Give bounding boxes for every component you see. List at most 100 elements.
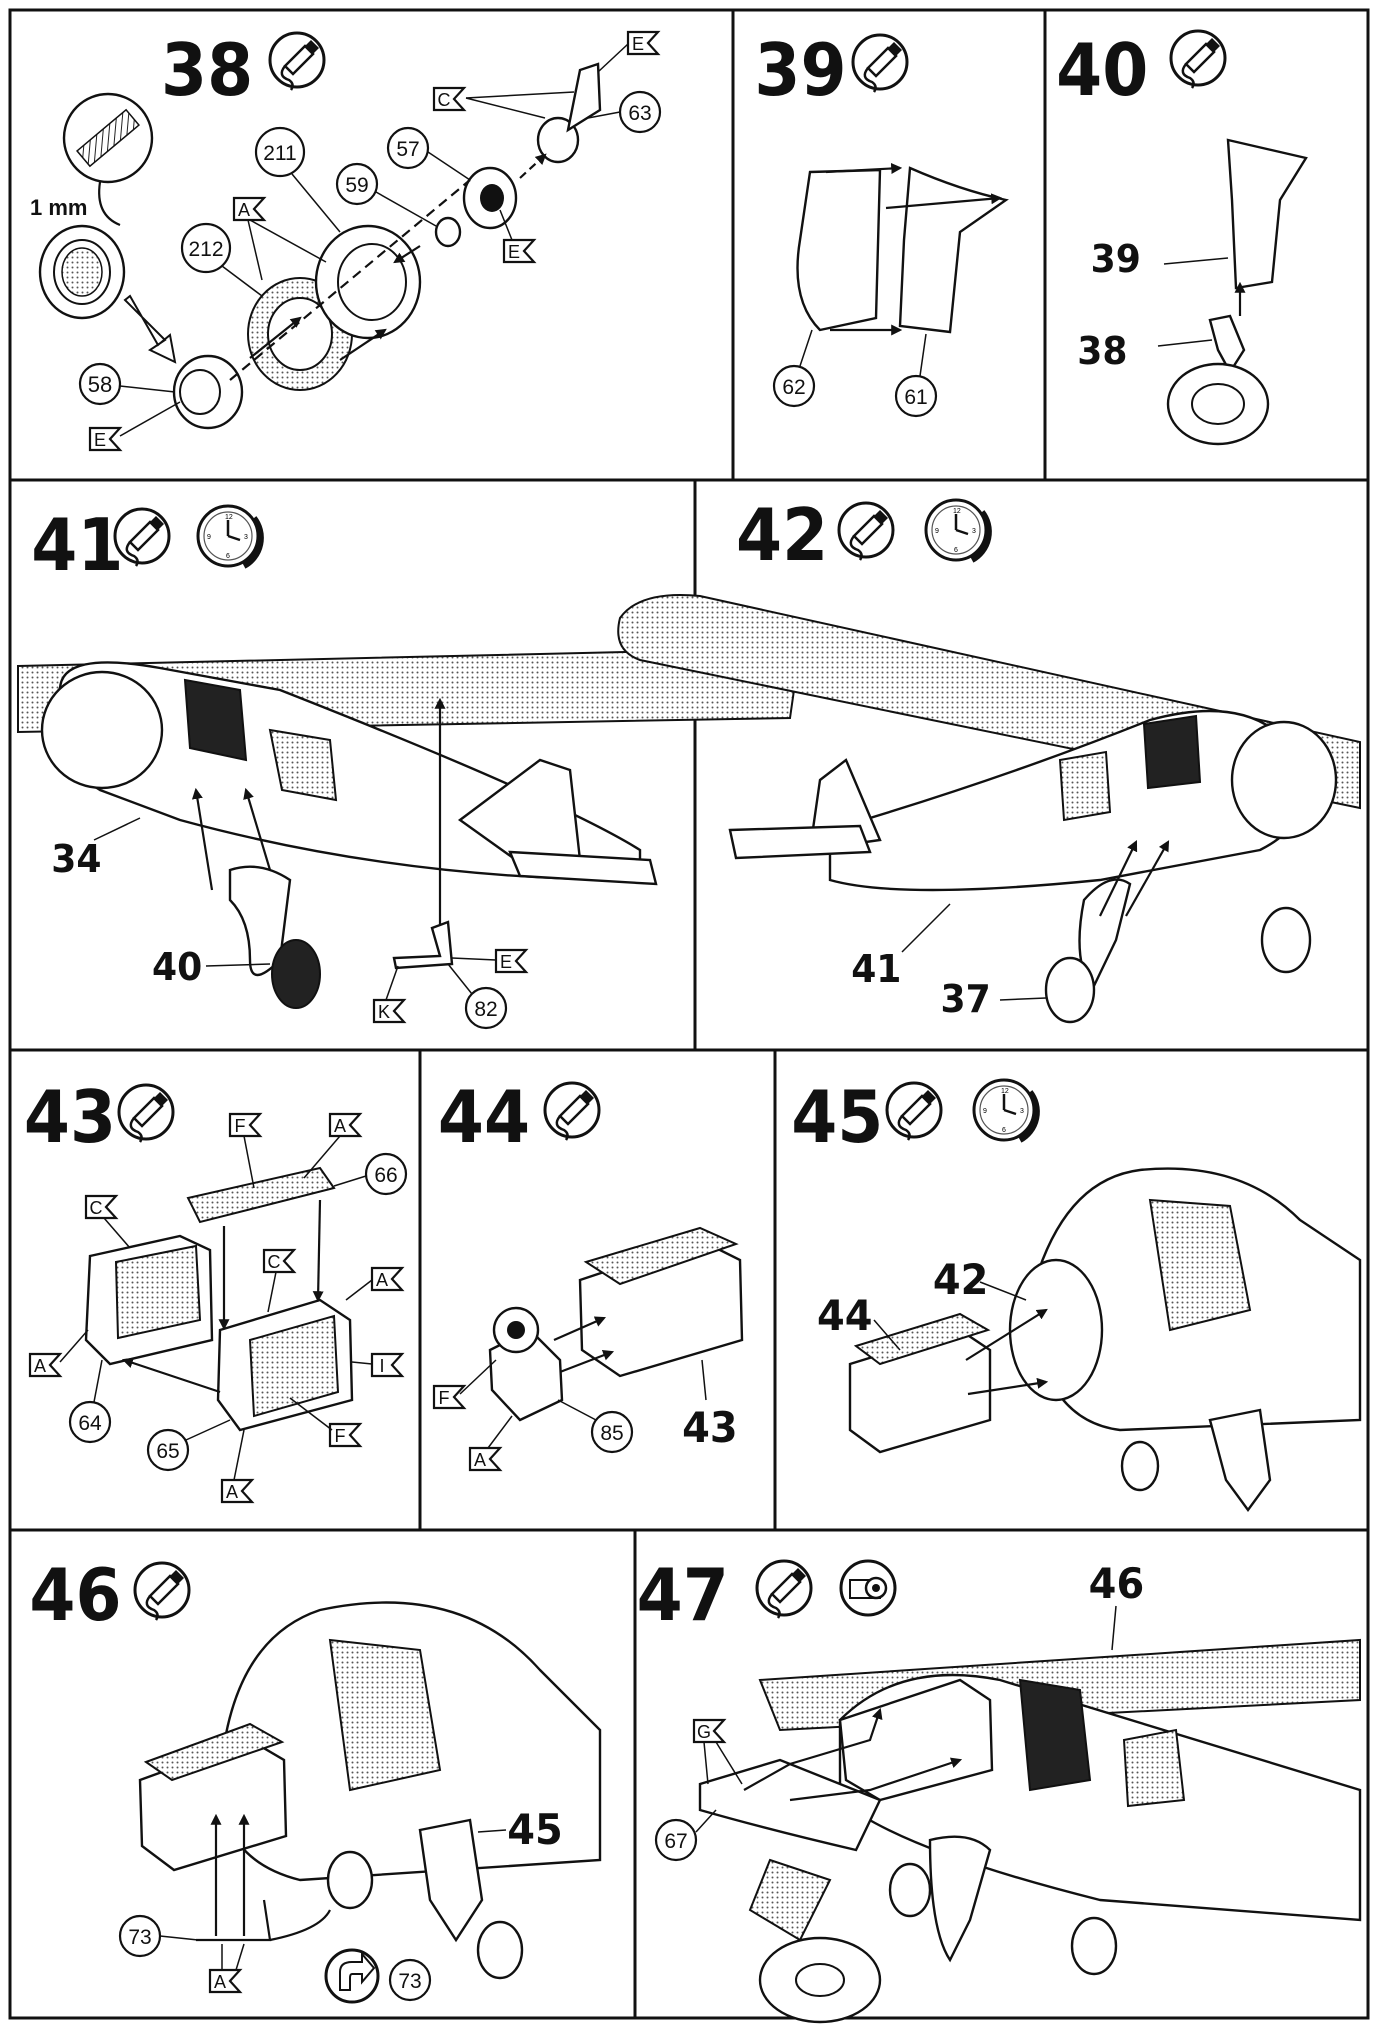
- drying-clock-icon: [974, 1080, 1037, 1140]
- svg-text:82: 82: [474, 998, 497, 1021]
- svg-text:E: E: [94, 430, 106, 450]
- sprue-tag-A: A: [232, 196, 266, 222]
- step-number: 40: [1056, 29, 1148, 112]
- sprue-tag-A: A: [468, 1446, 502, 1472]
- ref-34: 34: [51, 837, 101, 881]
- step-number: 38: [161, 29, 253, 112]
- ref-45: 45: [507, 1805, 563, 1854]
- svg-text:A: A: [334, 1116, 346, 1136]
- sprue-tag-C: C: [432, 86, 466, 112]
- ref-39: 39: [1091, 237, 1141, 281]
- cockpit-window: [328, 1638, 442, 1792]
- step-number: 41: [31, 504, 123, 587]
- washer-part-59: [434, 216, 462, 248]
- svg-text:211: 211: [263, 142, 296, 165]
- part-callout-66: 66: [333, 1152, 408, 1196]
- svg-text:58: 58: [88, 372, 112, 397]
- repeat-arrow-icon: [324, 1948, 380, 2004]
- step-number: 45: [791, 1076, 883, 1159]
- step-43-content: 43 66 64 65 F A: [24, 1076, 408, 1504]
- svg-text:F: F: [235, 1116, 246, 1136]
- sprue-tag-A: A: [370, 1266, 404, 1292]
- part-callout-65: 65: [146, 1419, 231, 1472]
- svg-text:65: 65: [156, 1440, 179, 1463]
- drying-clock-icon: [926, 500, 989, 560]
- svg-text:F: F: [439, 1388, 450, 1408]
- part-callout-211: 211: [254, 126, 341, 233]
- part-callout-67: 67: [654, 1809, 717, 1862]
- svg-text:59: 59: [345, 174, 368, 197]
- part-82: [392, 920, 454, 970]
- svg-text:A: A: [474, 1450, 486, 1470]
- sprue-tag-E: E: [626, 30, 660, 56]
- ref-46: 46: [1089, 1559, 1145, 1608]
- step-number: 42: [736, 494, 828, 577]
- step-38-content: 38 1 mm 58 21: [30, 29, 662, 452]
- step-44-content: 44 43 85 F A: [432, 1076, 744, 1472]
- svg-text:C: C: [90, 1198, 103, 1218]
- sprue-tag-A: A: [28, 1352, 62, 1378]
- step-40-panel: [1043, 8, 1370, 482]
- decal-roll-icon: [839, 1559, 897, 1617]
- sprue-tag-F: F: [432, 1384, 466, 1410]
- cockpit-window: [1148, 1198, 1252, 1332]
- svg-text:67: 67: [664, 1830, 687, 1853]
- step-42-content: 42 41 37: [617, 494, 1361, 1024]
- step-number: 44: [438, 1076, 530, 1159]
- svg-text:E: E: [508, 242, 520, 262]
- fairing-half-62: [796, 168, 882, 332]
- ref-38: 38: [1077, 329, 1127, 373]
- part-callout-57: 57: [386, 126, 471, 181]
- sprue-tag-G: G: [692, 1718, 726, 1744]
- sprue-tag-I: I: [370, 1352, 404, 1378]
- svg-text:F: F: [335, 1426, 346, 1446]
- strut-part: [1226, 138, 1308, 290]
- sprue-tag-E: E: [494, 948, 528, 974]
- sprue-tag-F: F: [328, 1422, 362, 1448]
- step-47-content: 47 46 67 G: [637, 1554, 1362, 2024]
- engine-cowling: [40, 670, 164, 790]
- part-callout-59: 59: [335, 162, 437, 227]
- svg-text:G: G: [697, 1722, 711, 1742]
- sprue-tag-E: E: [88, 426, 122, 452]
- svg-text:73: 73: [398, 1970, 421, 1993]
- sprue-tag-E: E: [502, 238, 536, 264]
- ref-44: 44: [817, 1291, 873, 1340]
- part-callout-212: 212: [180, 222, 263, 297]
- svg-text:A: A: [226, 1482, 238, 1502]
- sprue-tag-C: C: [84, 1194, 118, 1220]
- step-45-content: 45 44 42: [791, 1076, 1362, 1513]
- sprue-tag-F: F: [228, 1112, 262, 1138]
- svg-text:E: E: [632, 34, 644, 54]
- landing-gear-wheel: [1044, 956, 1096, 1024]
- svg-text:64: 64: [78, 1412, 102, 1435]
- fairing-half-61: [898, 166, 1009, 334]
- step-number: 46: [29, 1554, 121, 1637]
- part-callout-64: 64: [68, 1359, 112, 1444]
- drying-clock-icon: [198, 506, 261, 566]
- sprue-tag-C: C: [262, 1248, 296, 1274]
- step-46-content: 46 45 73 A 73: [29, 1554, 602, 2004]
- part-callout-73: 73: [388, 1958, 432, 2002]
- sprue-tag-A: A: [220, 1478, 254, 1504]
- svg-text:61: 61: [904, 386, 927, 409]
- ref-41: 41: [851, 947, 901, 991]
- cockpit-window: [1142, 714, 1202, 790]
- engine-cowling: [1230, 720, 1338, 840]
- svg-text:66: 66: [374, 1164, 397, 1187]
- svg-text:57: 57: [396, 138, 419, 161]
- svg-text:K: K: [378, 1002, 390, 1022]
- ref-37: 37: [941, 977, 991, 1021]
- sprue-tag-A: A: [328, 1112, 362, 1138]
- sprue-tag-A: A: [208, 1968, 242, 1994]
- cockpit-window: [1018, 1678, 1092, 1792]
- svg-text:73: 73: [128, 1926, 151, 1949]
- sprue-tag-K: K: [372, 998, 406, 1024]
- step-41-content: 41 34 40 E K 82: [17, 504, 802, 1030]
- step-number: 39: [754, 29, 846, 112]
- svg-text:A: A: [214, 1972, 226, 1992]
- svg-text:85: 85: [600, 1422, 623, 1445]
- part-callout-82: 82: [447, 963, 508, 1030]
- part-callout-58: 58: [78, 362, 176, 406]
